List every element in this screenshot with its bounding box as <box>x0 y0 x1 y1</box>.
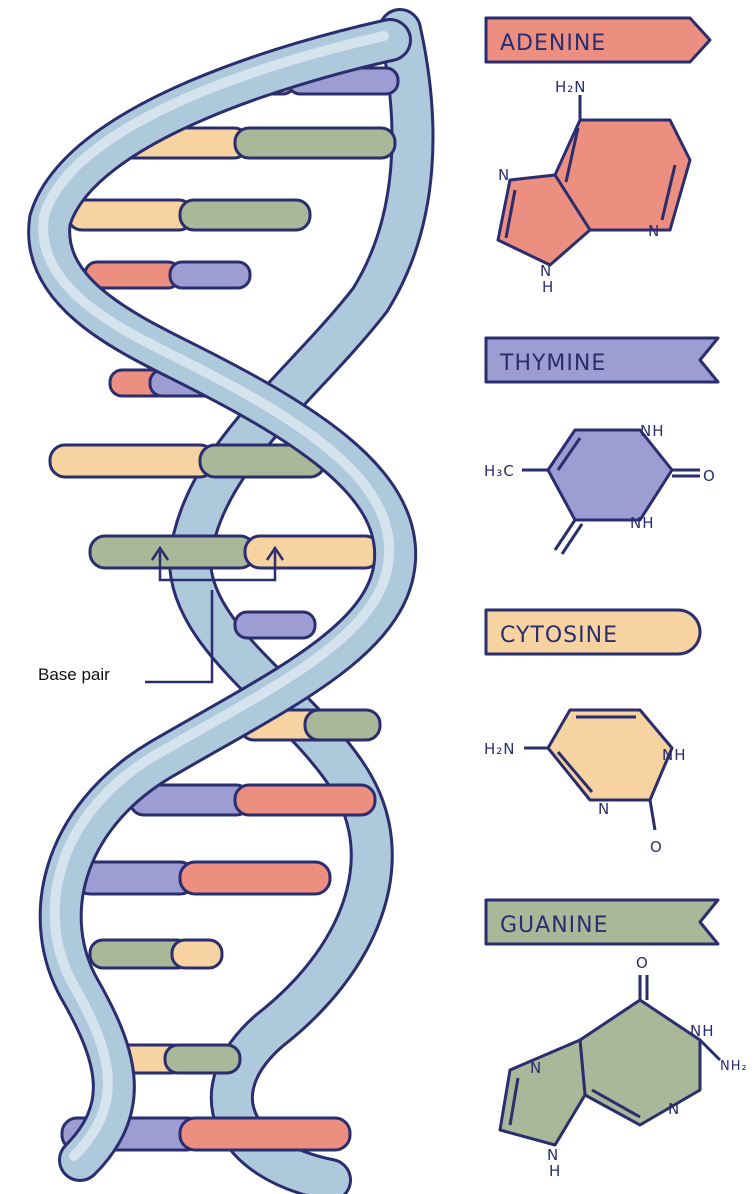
guanine-label: GUANINE <box>500 913 609 938</box>
adenine-label: ADENINE <box>500 31 606 56</box>
guanine-oxygen: O <box>636 954 649 972</box>
base-pair-11 <box>75 862 330 894</box>
adenine-amine: H₂N <box>555 78 587 96</box>
guanine-n-right: N <box>668 1100 680 1118</box>
base-pair-3 <box>68 200 310 230</box>
base-pair-caption: Base pair <box>38 665 110 685</box>
base-pair-4 <box>85 262 250 288</box>
thymine-structure <box>522 430 700 554</box>
guanine-n-left: N <box>530 1059 542 1077</box>
guanine-nh-h: H <box>549 1162 561 1180</box>
adenine-n-right: N <box>648 222 660 240</box>
adenine-structure <box>498 95 690 265</box>
cytosine-amine: H₂N <box>484 740 516 758</box>
guanine-nh: NH <box>690 1022 715 1040</box>
cytosine-nh: NH <box>662 746 687 764</box>
adenine-n-left: N <box>498 166 510 184</box>
thymine-nh-top: NH <box>640 422 665 440</box>
thymine-methyl: H₃C <box>484 462 515 480</box>
base-pair-10 <box>130 785 375 815</box>
cytosine-n: N <box>598 800 610 818</box>
base-pair-7 <box>90 536 380 568</box>
thymine-oxygen: O <box>703 467 716 485</box>
cytosine-label: CYTOSINE <box>500 623 618 648</box>
cytosine-oxygen: O <box>650 838 663 856</box>
adenine-nh-h: H <box>542 278 554 296</box>
thymine-label: THYMINE <box>499 351 606 376</box>
base-pair-8 <box>235 612 315 638</box>
thymine-nh-bottom: NH <box>630 514 655 532</box>
guanine-amine: NH₂ <box>720 1059 748 1074</box>
base-pair-6 <box>50 445 325 477</box>
base-pair-12 <box>90 940 222 968</box>
